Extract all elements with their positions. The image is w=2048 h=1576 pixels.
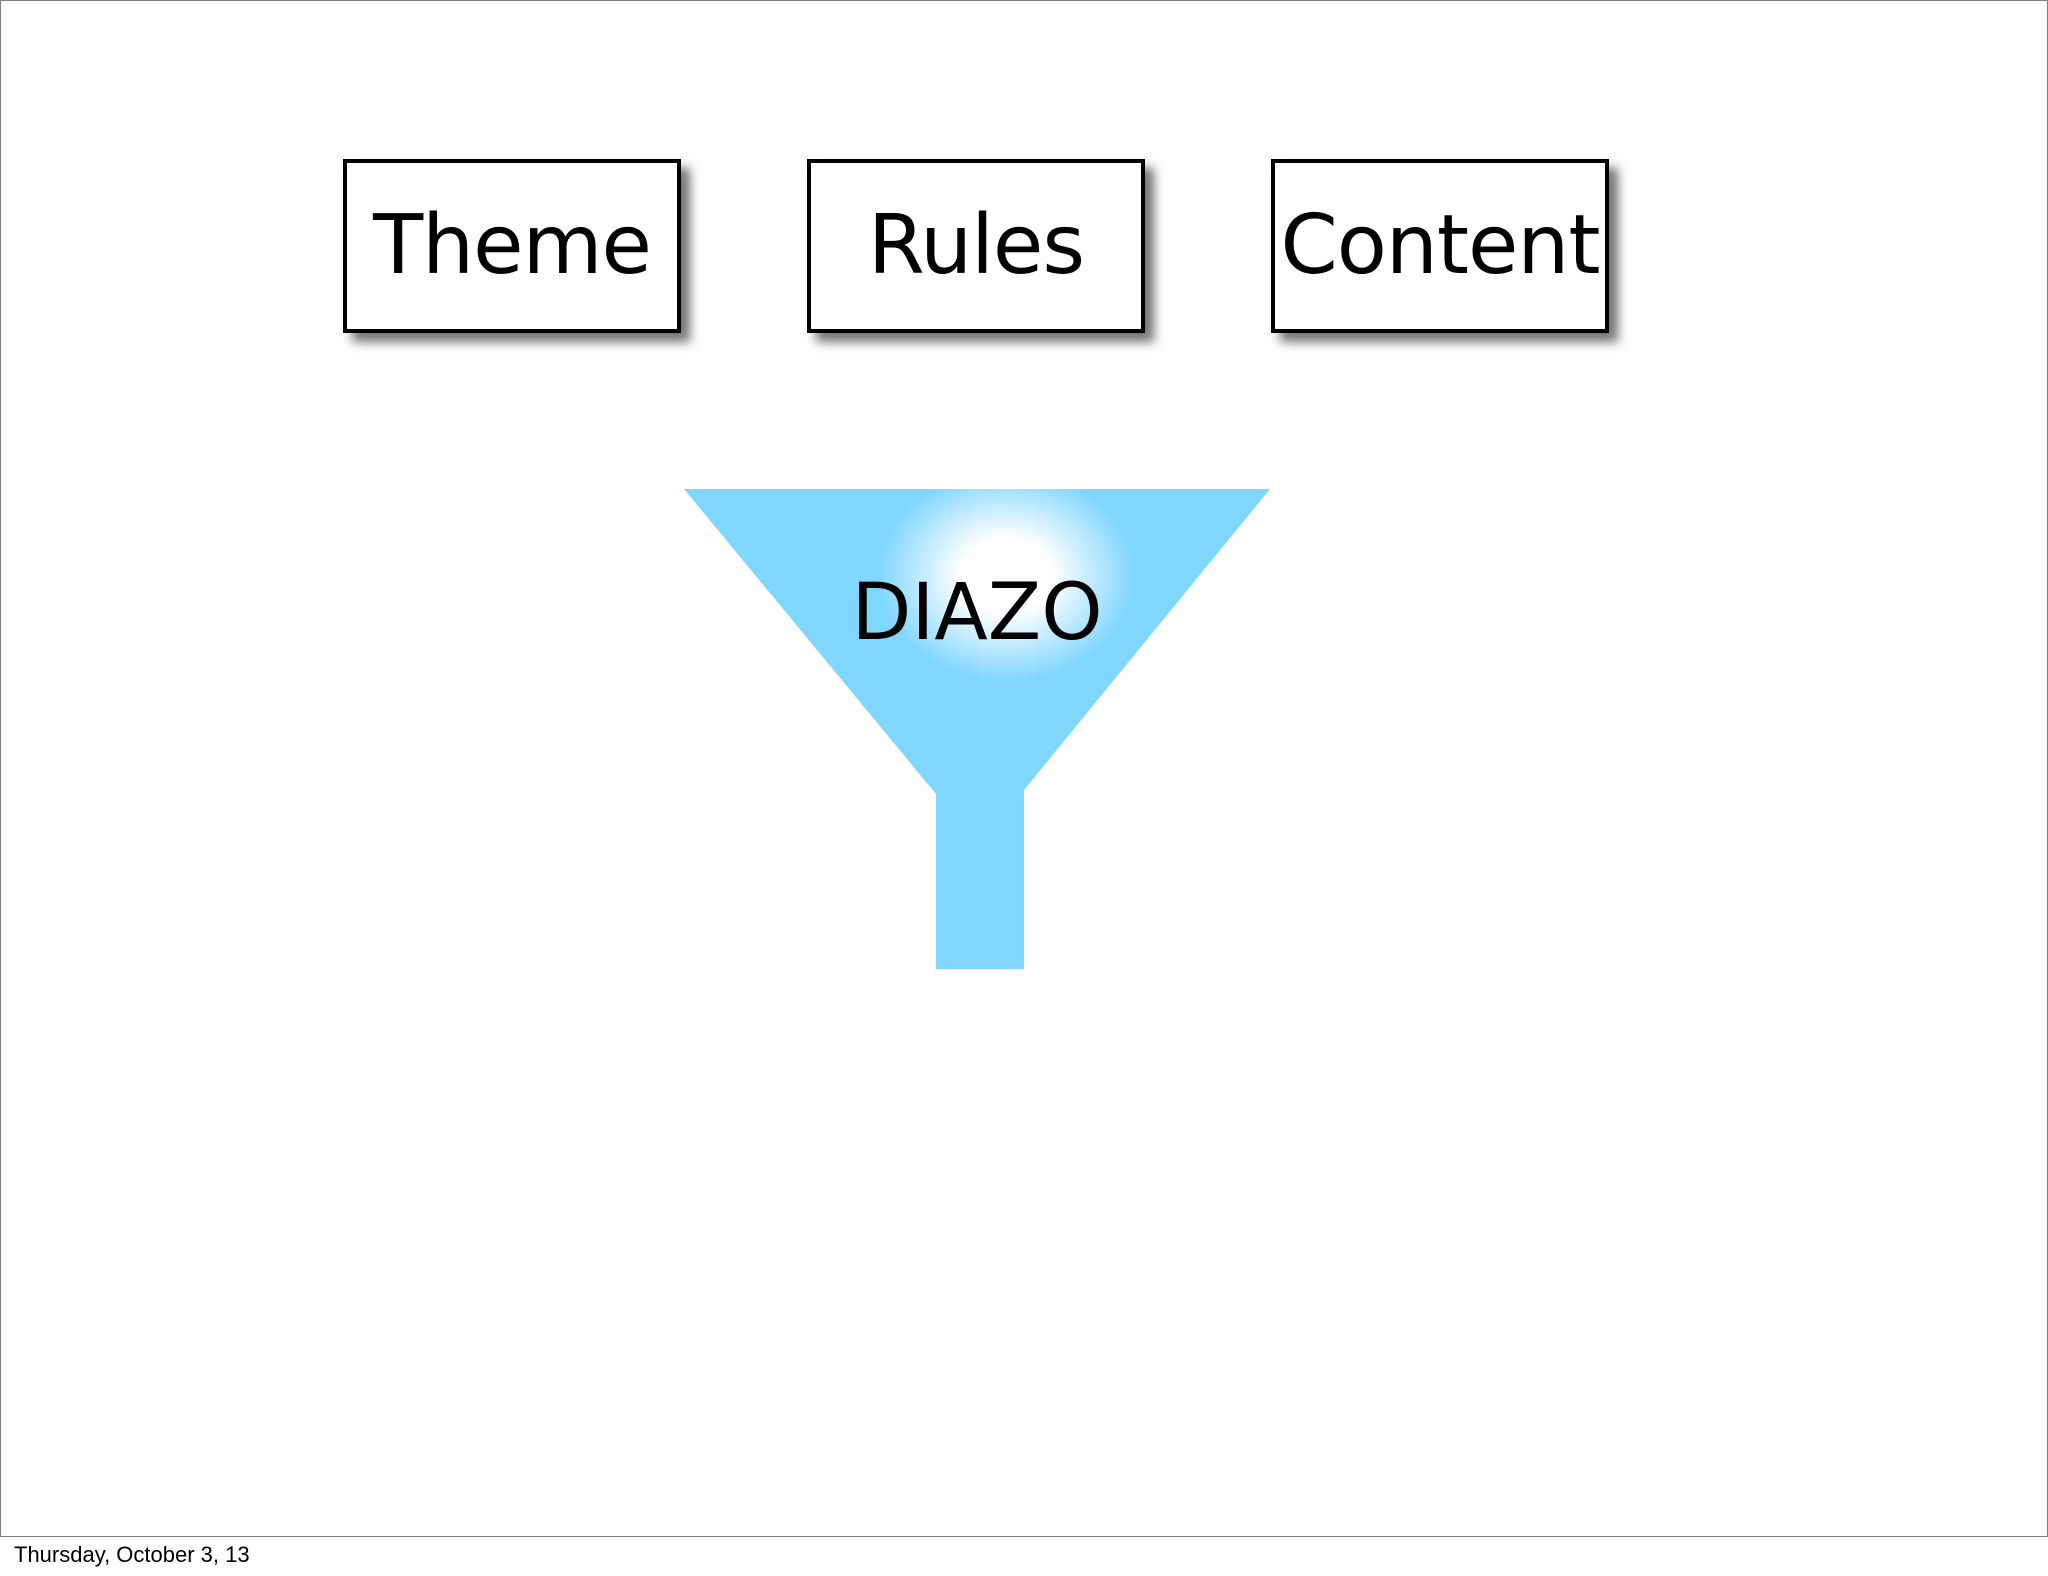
rules-label: Rules bbox=[867, 198, 1085, 293]
footer-date: Thursday, October 3, 13 bbox=[14, 1542, 250, 1567]
content-label: Content bbox=[1280, 198, 1600, 293]
funnel-icon bbox=[684, 489, 1270, 969]
content-box: Content bbox=[1271, 159, 1609, 333]
slide: Theme Rules Content DIAZO bbox=[0, 0, 2048, 1537]
theme-label: Theme bbox=[373, 198, 652, 293]
diazo-label: DIAZO bbox=[851, 568, 1103, 658]
diazo-funnel: DIAZO bbox=[681, 486, 1273, 971]
rules-box: Rules bbox=[807, 159, 1145, 333]
theme-box: Theme bbox=[343, 159, 681, 333]
